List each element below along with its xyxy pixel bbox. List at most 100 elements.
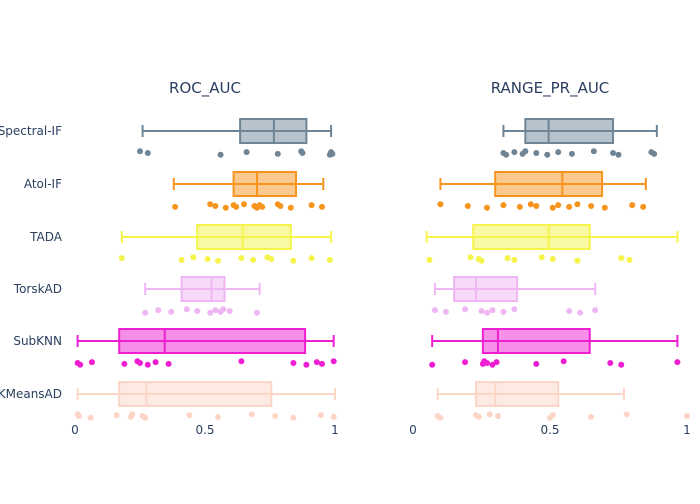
data-point [144, 150, 151, 156]
data-point [207, 201, 214, 208]
data-point [503, 151, 510, 158]
data-point [290, 257, 297, 264]
data-point [590, 148, 597, 155]
category-label: Spectral-IF [0, 124, 62, 138]
data-point [494, 413, 501, 419]
data-point [113, 412, 120, 419]
data-point [178, 256, 185, 263]
data-point [204, 256, 211, 262]
data-point [142, 309, 149, 316]
category-label: TADA [29, 230, 63, 244]
data-point [549, 256, 556, 262]
panel-title: RANGE_PR_AUC [491, 79, 610, 98]
data-point [172, 203, 179, 210]
data-point [215, 413, 221, 420]
data-point [555, 202, 562, 209]
x-tick-label: 1 [331, 423, 339, 437]
data-point [483, 360, 490, 366]
data-point [478, 308, 485, 314]
data-point [618, 361, 625, 368]
data-point [212, 203, 219, 209]
data-point [118, 255, 125, 262]
data-point [248, 411, 255, 418]
data-point [588, 413, 595, 420]
data-point [330, 413, 337, 420]
data-point [326, 256, 333, 263]
data-point [574, 257, 581, 264]
data-point [478, 257, 485, 264]
box-iqr [472, 224, 591, 250]
data-point [226, 308, 233, 314]
data-point [77, 361, 84, 368]
data-point [272, 413, 279, 419]
data-point [467, 254, 474, 261]
data-point [464, 203, 471, 209]
data-point [500, 202, 507, 209]
data-point [475, 413, 482, 420]
box-iqr [196, 224, 292, 250]
data-point [516, 203, 523, 210]
box-iqr [494, 171, 604, 197]
data-point [317, 412, 324, 419]
data-point [137, 148, 143, 155]
data-point [220, 306, 227, 313]
data-point [287, 204, 294, 211]
data-point [259, 203, 266, 210]
data-point [329, 150, 336, 157]
data-point [222, 204, 229, 211]
data-point [588, 203, 595, 209]
data-point [462, 306, 469, 313]
box-iqr [118, 381, 273, 407]
data-point [137, 360, 143, 366]
x-tick-label: 0.5 [195, 423, 214, 437]
data-point [233, 203, 240, 210]
data-point [574, 201, 581, 208]
data-point [601, 204, 608, 211]
data-point [618, 255, 625, 262]
data-point [152, 359, 159, 366]
data-point [313, 359, 320, 366]
category-label: SubKNN [13, 334, 62, 348]
data-point [88, 359, 95, 366]
data-point [549, 412, 556, 419]
data-point [486, 411, 493, 418]
data-point [299, 150, 306, 156]
data-point [566, 203, 573, 210]
data-point [437, 201, 444, 208]
data-point [566, 308, 573, 314]
data-point [254, 309, 260, 316]
data-point [274, 150, 281, 157]
data-point [319, 360, 325, 367]
x-tick-label: 0 [71, 423, 79, 437]
box-iqr [453, 276, 519, 302]
box-iqr [118, 328, 307, 354]
data-point [268, 256, 275, 262]
box-iqr [232, 171, 298, 197]
data-point [500, 308, 507, 315]
data-point [121, 360, 128, 367]
data-point [462, 359, 469, 366]
data-point [290, 360, 297, 366]
data-point [538, 254, 545, 261]
data-point [207, 309, 214, 316]
data-point [330, 358, 337, 365]
data-point [483, 204, 490, 211]
data-point [186, 412, 193, 419]
data-point [629, 202, 636, 209]
data-point [607, 360, 614, 366]
data-point [544, 151, 551, 158]
data-point [308, 255, 315, 262]
data-point [429, 361, 436, 368]
x-tick-label: 1 [683, 423, 691, 437]
data-point [190, 254, 197, 261]
data-point [144, 361, 151, 368]
data-point [129, 411, 136, 418]
data-point [568, 150, 575, 157]
data-point [592, 307, 599, 314]
data-point [493, 359, 500, 366]
data-point [194, 308, 201, 314]
panel-title: ROC_AUC [169, 79, 241, 98]
data-point [626, 256, 633, 263]
data-point [277, 203, 284, 209]
